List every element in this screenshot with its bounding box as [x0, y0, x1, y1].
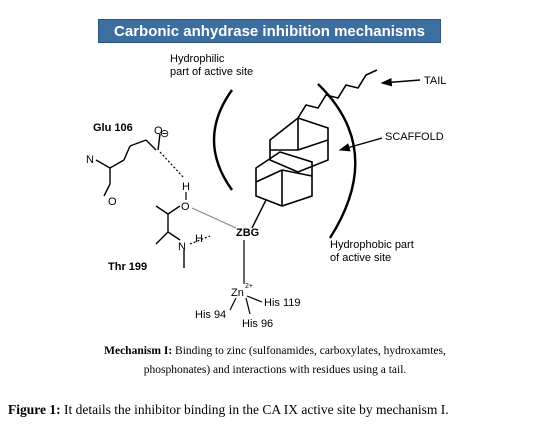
zinc-label: Zn [231, 287, 244, 299]
mechanism-caption: Mechanism I: Binding to zinc (sulfonamid… [70, 342, 480, 380]
mechanism-caption-text-2: phosphonates) and interactions with resi… [143, 364, 407, 376]
scaffold-structure [255, 117, 329, 207]
atom-n-thr: N [178, 241, 186, 253]
hydrophobic-label-line2: of active site [330, 252, 391, 264]
mechanism-diagram: Hydrophilic part of active site TAIL SCA… [86, 53, 446, 330]
tail-label: TAIL [424, 75, 446, 87]
hydrophilic-label-line1: Hydrophilic [170, 53, 225, 65]
hbond-oh-zbg [191, 207, 237, 229]
glu-label: Glu 106 [93, 122, 133, 134]
atom-h-nh: H [195, 233, 203, 245]
his94-label: His 94 [195, 309, 226, 321]
atom-o-glu-amide: O [108, 196, 117, 208]
atom-o-thr: O [181, 201, 190, 213]
diagram-title-banner: Carbonic anhydrase inhibition mechanisms [98, 19, 441, 43]
hbond-nh-zbg [189, 235, 211, 245]
scaffold-arrow [338, 137, 383, 152]
atom-n-glu: N [86, 154, 94, 166]
his119-label: His 119 [264, 297, 300, 309]
active-site-arc-right [317, 83, 357, 239]
his94-bond [229, 297, 237, 311]
thr-structure [155, 205, 185, 268]
his96-bond [245, 297, 251, 315]
figure-caption-text: It details the inhibitor binding in the … [60, 402, 449, 417]
figure-caption: Figure 1: It details the inhibitor bindi… [8, 402, 548, 418]
mechanism-caption-label: Mechanism I: [104, 345, 173, 357]
zbg-scaffold-link [251, 199, 267, 229]
atom-h-oh: H [182, 181, 190, 193]
hbond-glu-oh [159, 151, 185, 179]
tail-chain [297, 69, 378, 119]
tail-arrow [380, 78, 421, 87]
figure-caption-label: Figure 1: [8, 402, 61, 417]
hydrophilic-label-line2: part of active site [170, 66, 253, 78]
scaffold-label: SCAFFOLD [385, 131, 444, 143]
glu-structure [95, 133, 161, 197]
hydrophobic-label-line1: Hydrophobic part [330, 239, 414, 251]
his96-label: His 96 [242, 318, 273, 330]
atom-o-glu-carboxyl: O [154, 125, 163, 137]
active-site-arc-left [212, 89, 233, 191]
mechanism-caption-text-1: Binding to zinc (sulfonamides, carboxyla… [172, 345, 446, 357]
zinc-charge: 2+ [245, 283, 253, 290]
carboxylate-negative-charge: ⊖ [160, 128, 169, 140]
his119-bond [246, 295, 263, 303]
thr-label: Thr 199 [108, 261, 147, 273]
zbg-label: ZBG [236, 227, 259, 239]
